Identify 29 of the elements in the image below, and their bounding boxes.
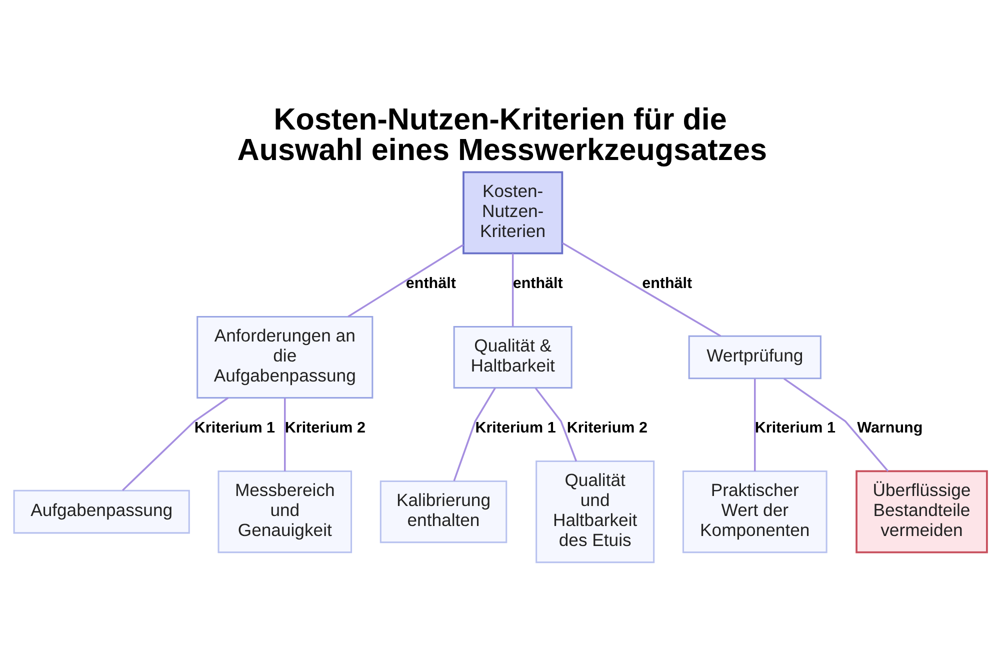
edge-label: enthält [512,274,562,292]
edge-label: enthält [405,274,456,292]
node-box: Qualität & Haltbarkeit [452,325,572,388]
node-box: Überflüssige Bestandteile vermeiden [855,470,988,553]
connector [511,253,514,326]
connector [783,377,888,472]
node-box: Kosten-Nutzen-Kriterien [462,170,563,254]
edge-label: Kriterium 1 [194,418,275,436]
edge-label: enthält [642,274,692,292]
node-box: Wertprüfung [688,334,821,379]
connector [122,396,228,490]
node-box: Messbereich und Genauigkeit [217,470,352,553]
connector [284,398,286,471]
edge-label: Warnung [856,418,922,436]
connector [754,378,756,471]
node-box: Praktischer Wert der Komponenten [682,470,827,553]
edge-label: Kriterium 1 [474,418,556,436]
edge-label: Kriterium 1 [754,418,835,436]
node-box: Aufgabenpassung [12,489,190,534]
edge-label: Kriterium 2 [284,418,365,436]
node-box: Anforderungen an die Aufgabenpassung [196,315,373,398]
diagram-title: Kosten-Nutzen-Kriterien für die Auswahl eines Messwerkzeugsatzes [236,102,767,167]
edge-label: Kriterium 2 [566,418,647,436]
connector [452,387,496,481]
connector [347,244,464,317]
connector [561,242,721,336]
connector [534,386,577,462]
node-box: Kalibrierung enthalten [379,480,507,543]
node-box: Qualität und Haltbarkeit des Etuis [535,460,654,563]
